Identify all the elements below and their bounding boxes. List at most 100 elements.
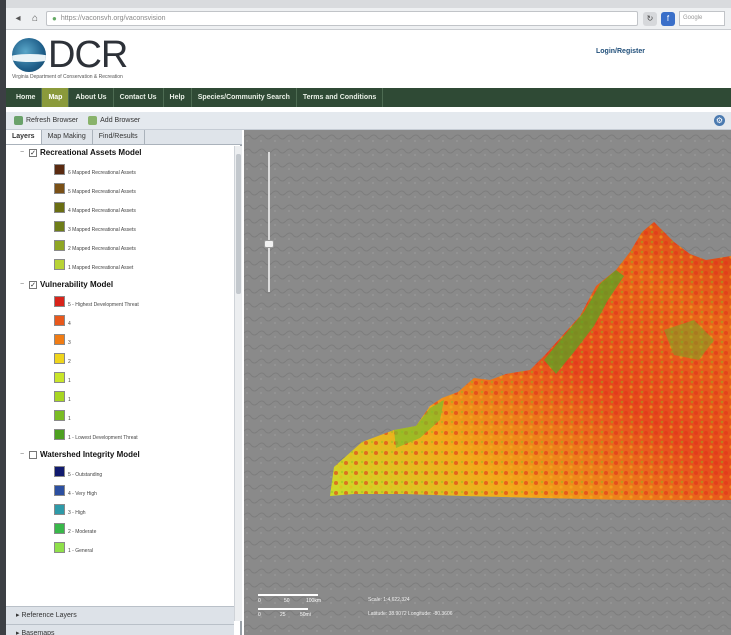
logo-text: DCR <box>48 34 128 76</box>
map-view[interactable]: 0 50 100km 0 25 50mi Scale: 1:4,622,324 … <box>244 130 731 635</box>
legend-item: 6 Mapped Recreational Assets <box>54 162 136 176</box>
lock-icon: ● <box>52 14 57 23</box>
legend-item: 2 Mapped Recreational Assets <box>54 238 136 252</box>
legend-label: 1 - Lowest Development Threat <box>68 435 138 441</box>
zoom-handle[interactable] <box>264 240 274 248</box>
legend-label: 1 <box>68 397 71 403</box>
add-browser-button[interactable]: Add Browser <box>88 116 140 125</box>
url-text: https://vaconsvh.org/vaconsvision <box>60 15 166 22</box>
layer-legend: −✓Recreational Assets Model 6 Mapped Recr… <box>6 146 232 566</box>
legend-item: 3 Mapped Recreational Assets <box>54 219 136 233</box>
nav-item-help[interactable]: Help <box>164 88 192 107</box>
green-ridge-band <box>544 270 624 374</box>
collapse-icon[interactable]: − <box>20 451 25 458</box>
legend-swatch <box>54 465 65 477</box>
legend-label: 2 <box>68 359 71 365</box>
legend-swatch <box>54 503 65 515</box>
accordion-reference-layers[interactable]: ▸ Reference Layers <box>6 606 234 624</box>
scale-label-km-0: 0 <box>258 598 261 604</box>
scale-line-km <box>258 594 318 596</box>
add-browser-label: Add Browser <box>100 117 141 124</box>
legend-item: 2 - Moderate <box>54 521 96 535</box>
legend-swatch <box>54 390 65 402</box>
legend-label: 4 - Very High <box>68 491 97 497</box>
layer-group[interactable]: −✓Recreational Assets Model <box>20 148 142 157</box>
collapse-icon[interactable]: − <box>20 149 25 156</box>
login-register-link[interactable]: Login/Register <box>596 48 646 55</box>
expand-icon: ▸ <box>16 630 22 635</box>
legend-label: 5 - Highest Development Threat <box>68 302 139 308</box>
legend-swatch <box>54 352 65 364</box>
browser-toolbar: ◂ ⌂ ● https://vaconsvh.org/vaconsvision … <box>6 8 731 30</box>
map-status: Scale: 1:4,622,324 Latitude: 38.9072 Lon… <box>368 593 453 621</box>
dcr-logo[interactable]: DCR <box>12 34 128 76</box>
legend-swatch <box>54 258 65 270</box>
map-canvas[interactable] <box>244 130 731 635</box>
home-icon[interactable]: ⌂ <box>31 12 39 24</box>
browser-extensions: ↻ f Google <box>643 11 725 26</box>
legend-label: 5 Mapped Recreational Assets <box>68 189 136 195</box>
refresh-icon <box>14 116 23 125</box>
profile-icon[interactable]: f <box>661 11 675 26</box>
nav-item-home[interactable]: Home <box>10 88 43 107</box>
legend-swatch <box>54 201 65 213</box>
browser-tab-strip <box>6 0 731 8</box>
nav-item-map[interactable]: Map <box>42 88 70 107</box>
panel-scrollbar[interactable] <box>234 146 242 621</box>
legend-swatch <box>54 314 65 326</box>
back-icon[interactable]: ◂ <box>15 12 21 24</box>
legend-swatch <box>54 522 65 534</box>
legend-item: 4 <box>54 313 71 327</box>
legend-swatch <box>54 220 65 232</box>
layer-group[interactable]: −Watershed Integrity Model <box>20 450 140 459</box>
layer-group[interactable]: −✓Vulnerability Model <box>20 280 113 289</box>
layer-checkbox[interactable]: ✓ <box>29 280 37 289</box>
scale-label-mi-2: 50mi <box>300 612 311 618</box>
scale-label-km-1: 50 <box>284 598 290 604</box>
refresh-browser-button[interactable]: Refresh Browser <box>14 116 78 125</box>
map-toolbar: Refresh Browser Add Browser ⚙ <box>6 112 731 130</box>
reload-icon[interactable]: ↻ <box>643 11 657 26</box>
accordion-basemaps[interactable]: ▸ Basemaps <box>6 624 234 635</box>
layer-checkbox[interactable] <box>29 450 37 459</box>
legend-label: 4 Mapped Recreational Assets <box>68 208 136 214</box>
map-coords-text: Latitude: 38.9072 Longitude: -80.3606 <box>368 611 453 617</box>
nav-item-terms-and-conditions[interactable]: Terms and Conditions <box>297 88 384 107</box>
legend-label: 2 - Moderate <box>68 529 97 535</box>
layer-checkbox[interactable]: ✓ <box>29 148 37 157</box>
legend-label: 6 Mapped Recreational Assets <box>68 170 136 176</box>
nav-item-contact-us[interactable]: Contact Us <box>114 88 164 107</box>
tab-find-results[interactable]: Find/Results <box>93 130 145 144</box>
legend-swatch <box>54 182 65 194</box>
legend-swatch <box>54 239 65 251</box>
nav-item-about-us[interactable]: About Us <box>69 88 114 107</box>
legend-swatch <box>54 541 65 553</box>
settings-icon[interactable]: ⚙ <box>714 115 725 126</box>
browser-search-box[interactable]: Google <box>679 11 725 26</box>
legend-item: 5 Mapped Recreational Assets <box>54 181 136 195</box>
collapse-icon[interactable]: − <box>20 281 25 288</box>
legend-label: 1 <box>68 378 71 384</box>
scale-label-mi-1: 25 <box>280 612 286 618</box>
layer-group-title: Vulnerability Model <box>40 280 114 289</box>
accordion-label: Reference Layers <box>21 612 77 619</box>
site-header: DCR Virginia Department of Conservation … <box>6 30 731 88</box>
legend-item: 1 <box>54 370 71 384</box>
panel-accordion: ▸ Reference Layers▸ Basemaps <box>6 606 234 635</box>
scrollbar-thumb[interactable] <box>236 154 241 294</box>
legend-swatch <box>54 163 65 175</box>
green-ridge-band-3 <box>664 320 714 360</box>
refresh-browser-label: Refresh Browser <box>26 117 79 124</box>
legend-label: 3 - High <box>68 510 86 516</box>
nav-item-species-community-search[interactable]: Species/Community Search <box>192 88 297 107</box>
address-bar[interactable]: ● https://vaconsvh.org/vaconsvision <box>46 11 638 26</box>
expand-icon: ▸ <box>16 612 22 619</box>
legend-item: 3 - High <box>54 502 86 516</box>
zoom-track[interactable] <box>268 152 270 292</box>
zoom-slider[interactable] <box>264 152 274 292</box>
tab-layers[interactable]: Layers <box>6 130 42 144</box>
tab-map-making[interactable]: Map Making <box>42 130 93 144</box>
